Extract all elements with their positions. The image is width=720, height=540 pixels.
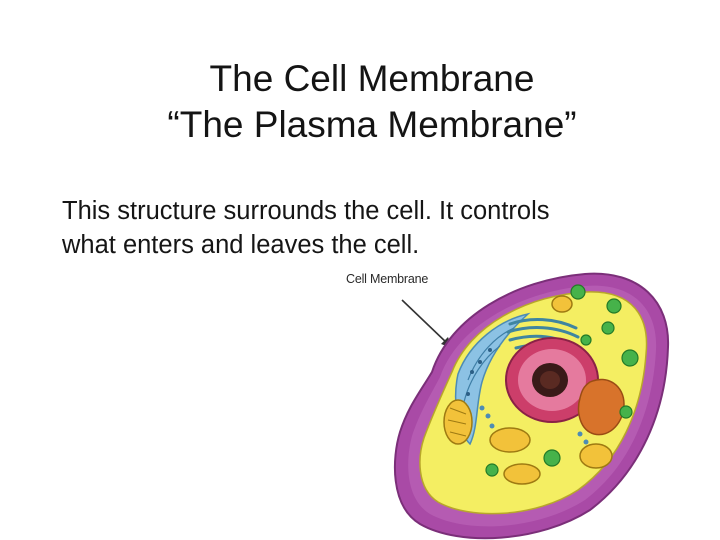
body-line-2: what enters and leaves the cell.: [62, 231, 420, 259]
cell-membrane-label: Cell Membrane: [346, 272, 429, 286]
title-line-1: The Cell Membrane: [209, 58, 535, 99]
slide-title: The Cell Membrane “The Plasma Membrane”: [0, 56, 720, 148]
smooth-er: [577, 378, 625, 436]
vesicles: [479, 405, 589, 445]
body-line-1: This structure surrounds the cell. It co…: [62, 197, 550, 225]
lysosomes: [485, 284, 639, 477]
title-line-2: “The Plasma Membrane”: [167, 104, 577, 145]
pointer-arrow: [401, 299, 452, 348]
nucleus: [505, 337, 599, 423]
body-text: This structure surrounds the cell. It co…: [62, 194, 682, 262]
rough-er: [454, 312, 531, 446]
cell-diagram: [393, 272, 670, 540]
mitochondria: [443, 295, 613, 485]
